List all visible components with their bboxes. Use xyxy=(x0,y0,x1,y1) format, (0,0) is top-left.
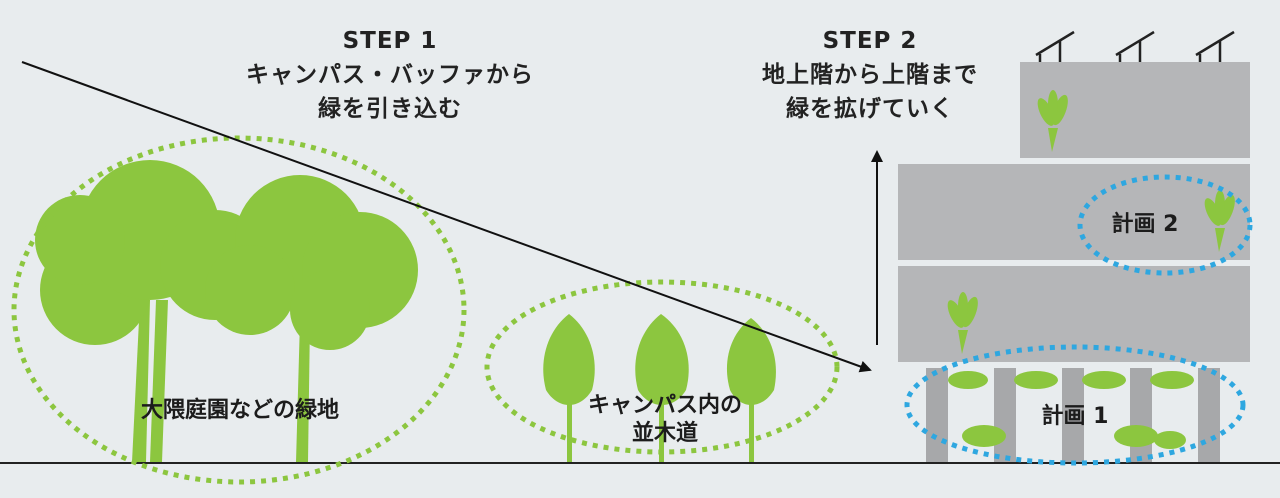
avenue-tree-icon xyxy=(543,314,595,462)
solar-panel-icon xyxy=(1035,30,1235,62)
plan2-dotted-outline xyxy=(1077,174,1253,276)
potted-plant-icon xyxy=(947,292,978,354)
plan1-label: 計画 1 xyxy=(1041,404,1109,429)
building-pillar xyxy=(926,368,948,462)
large-tree-icon xyxy=(205,175,418,462)
building-pillar xyxy=(1062,368,1084,462)
step1-arrow xyxy=(21,61,872,373)
plan2-label: 計画 2 xyxy=(1111,212,1179,237)
step1-heading: STEP 1 xyxy=(342,28,438,54)
avenue-label-line: 並木道 xyxy=(631,421,698,446)
building-pillar xyxy=(1198,368,1220,462)
step2-heading: STEP 2 xyxy=(822,28,918,54)
plan1-dotted-outline xyxy=(904,344,1246,466)
avenue-tree-icon xyxy=(635,314,689,462)
step1-text-line: キャンパス・バッファから xyxy=(246,62,534,88)
garden-label: 大隈庭園などの緑地 xyxy=(140,398,339,423)
avenue-dotted-outline xyxy=(484,279,840,455)
potted-plant-icon xyxy=(1204,190,1235,252)
ground-floor-greenery xyxy=(948,371,1194,449)
step2-title: STEP 2 地上階から上階まで 緑を拡げていく xyxy=(720,24,1020,126)
step1-text-line: 緑を引き込む xyxy=(318,96,462,122)
avenue-label: キャンパス内の 並木道 xyxy=(540,392,790,448)
avenue-label-line: キャンパス内の xyxy=(587,393,742,418)
avenue-tree-icon xyxy=(726,318,776,462)
step2-text-line: 緑を拡げていく xyxy=(786,96,954,122)
step2-text-line: 地上階から上階まで xyxy=(762,62,978,88)
potted-plant-icon xyxy=(1037,90,1068,152)
garden-dotted-outline xyxy=(11,135,467,485)
step1-title: STEP 1 キャンパス・バッファから 緑を引き込む xyxy=(210,24,570,126)
